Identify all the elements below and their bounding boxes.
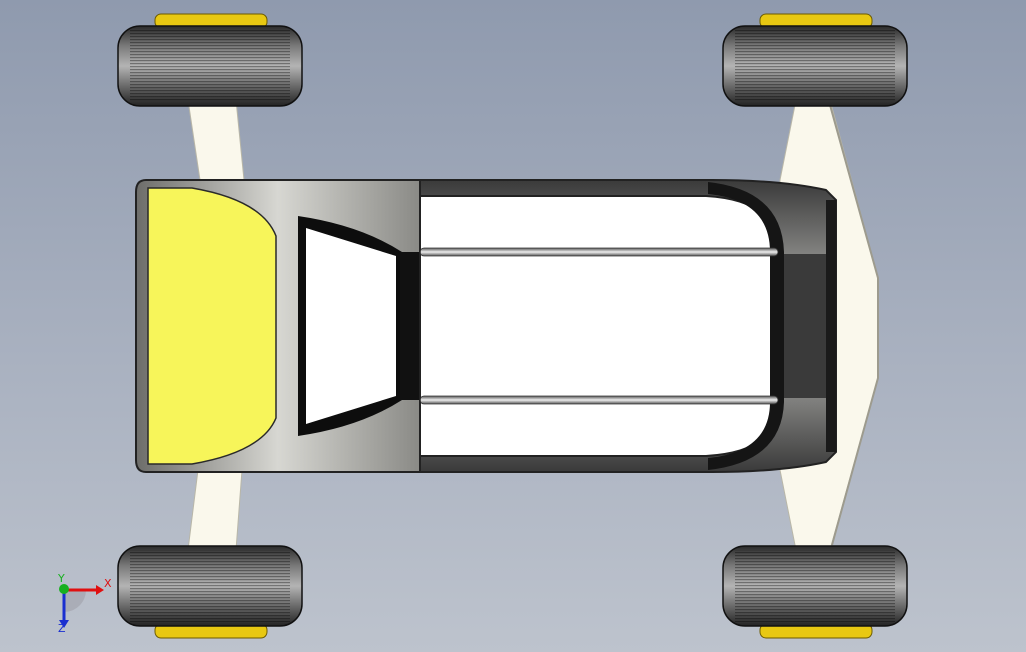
y-axis-label: Y [57, 572, 65, 585]
wheel-front-right[interactable] [722, 25, 908, 107]
car-body[interactable] [135, 179, 837, 473]
wheel-rear-right[interactable] [722, 545, 908, 627]
roof [419, 195, 779, 457]
x-axis-label: X [104, 577, 112, 590]
coordinate-triad: X Y Z [57, 572, 112, 635]
roof-rail-top [419, 247, 779, 257]
front-panel [147, 187, 277, 465]
wheel-front-left[interactable] [117, 25, 303, 107]
y-axis-dot [59, 584, 69, 594]
roof-rail-bottom [419, 395, 779, 405]
z-axis-label: Z [58, 622, 66, 635]
wheel-rear-left[interactable] [117, 545, 303, 627]
